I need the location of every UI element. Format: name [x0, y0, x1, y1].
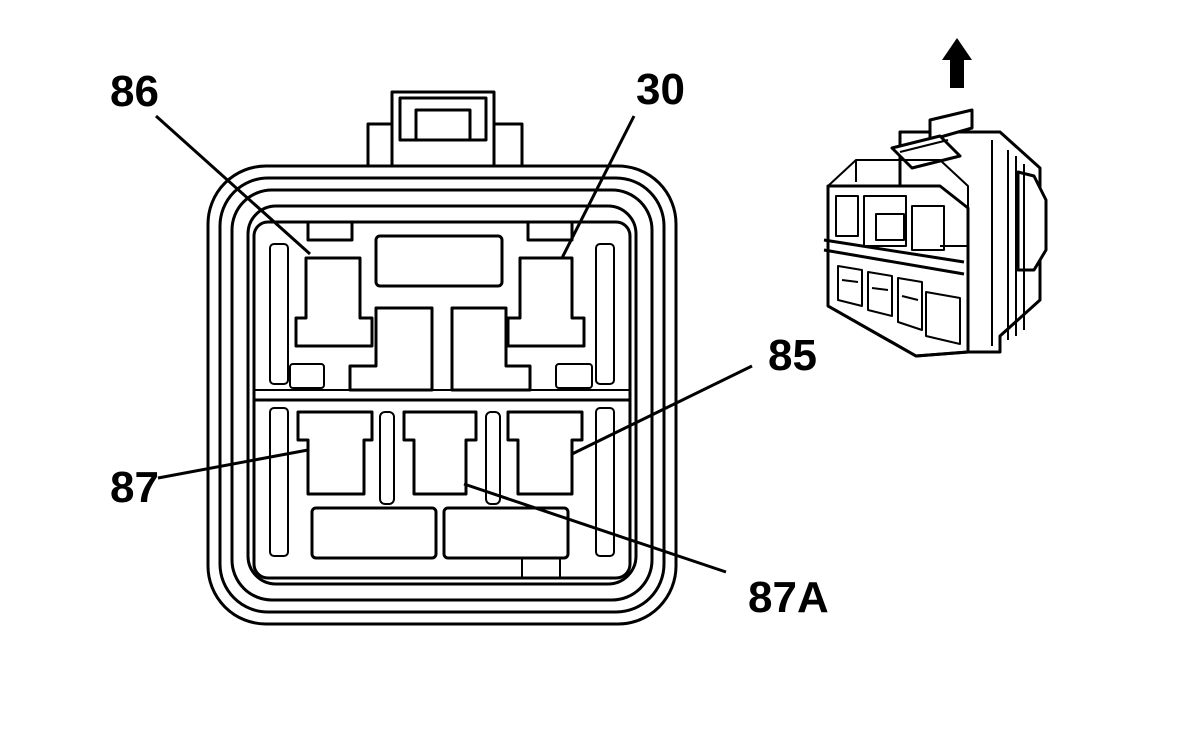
upper-center-lobe-left — [348, 306, 434, 392]
pin-labels: 86 30 85 87 87A — [110, 65, 829, 622]
top-center-slot — [374, 234, 504, 288]
housing-ring-1 — [218, 176, 666, 614]
connector-latch — [366, 90, 524, 170]
pin-label-30: 30 — [636, 65, 685, 114]
upper-center-lobe-right — [450, 306, 532, 392]
leader-30 — [560, 115, 636, 259]
connector-isometric-view — [823, 108, 1048, 358]
pin-label-87a: 87A — [748, 573, 829, 622]
bottom-slot-left — [310, 506, 438, 560]
side-rails — [269, 243, 615, 557]
pin-label-87: 87 — [110, 463, 159, 512]
bottom-slot-right — [442, 506, 570, 560]
leader-86 — [154, 114, 312, 256]
leader-85 — [571, 364, 753, 456]
terminal-86-cavity — [294, 256, 374, 348]
leader-87a — [463, 482, 727, 574]
housing-ring-2 — [230, 188, 654, 602]
leader-87 — [157, 448, 309, 480]
arrow-up-icon — [942, 38, 972, 88]
terminal-87a-cavity — [402, 410, 478, 496]
pin-label-85: 85 — [768, 331, 817, 380]
connector-face-view — [206, 90, 678, 626]
terminal-85-cavity — [506, 410, 584, 496]
pin-label-86: 86 — [110, 67, 159, 116]
terminal-30-cavity — [506, 256, 586, 348]
terminal-87-cavity — [296, 410, 374, 496]
housing-ring-3 — [246, 204, 638, 586]
leader-lines — [154, 114, 753, 574]
